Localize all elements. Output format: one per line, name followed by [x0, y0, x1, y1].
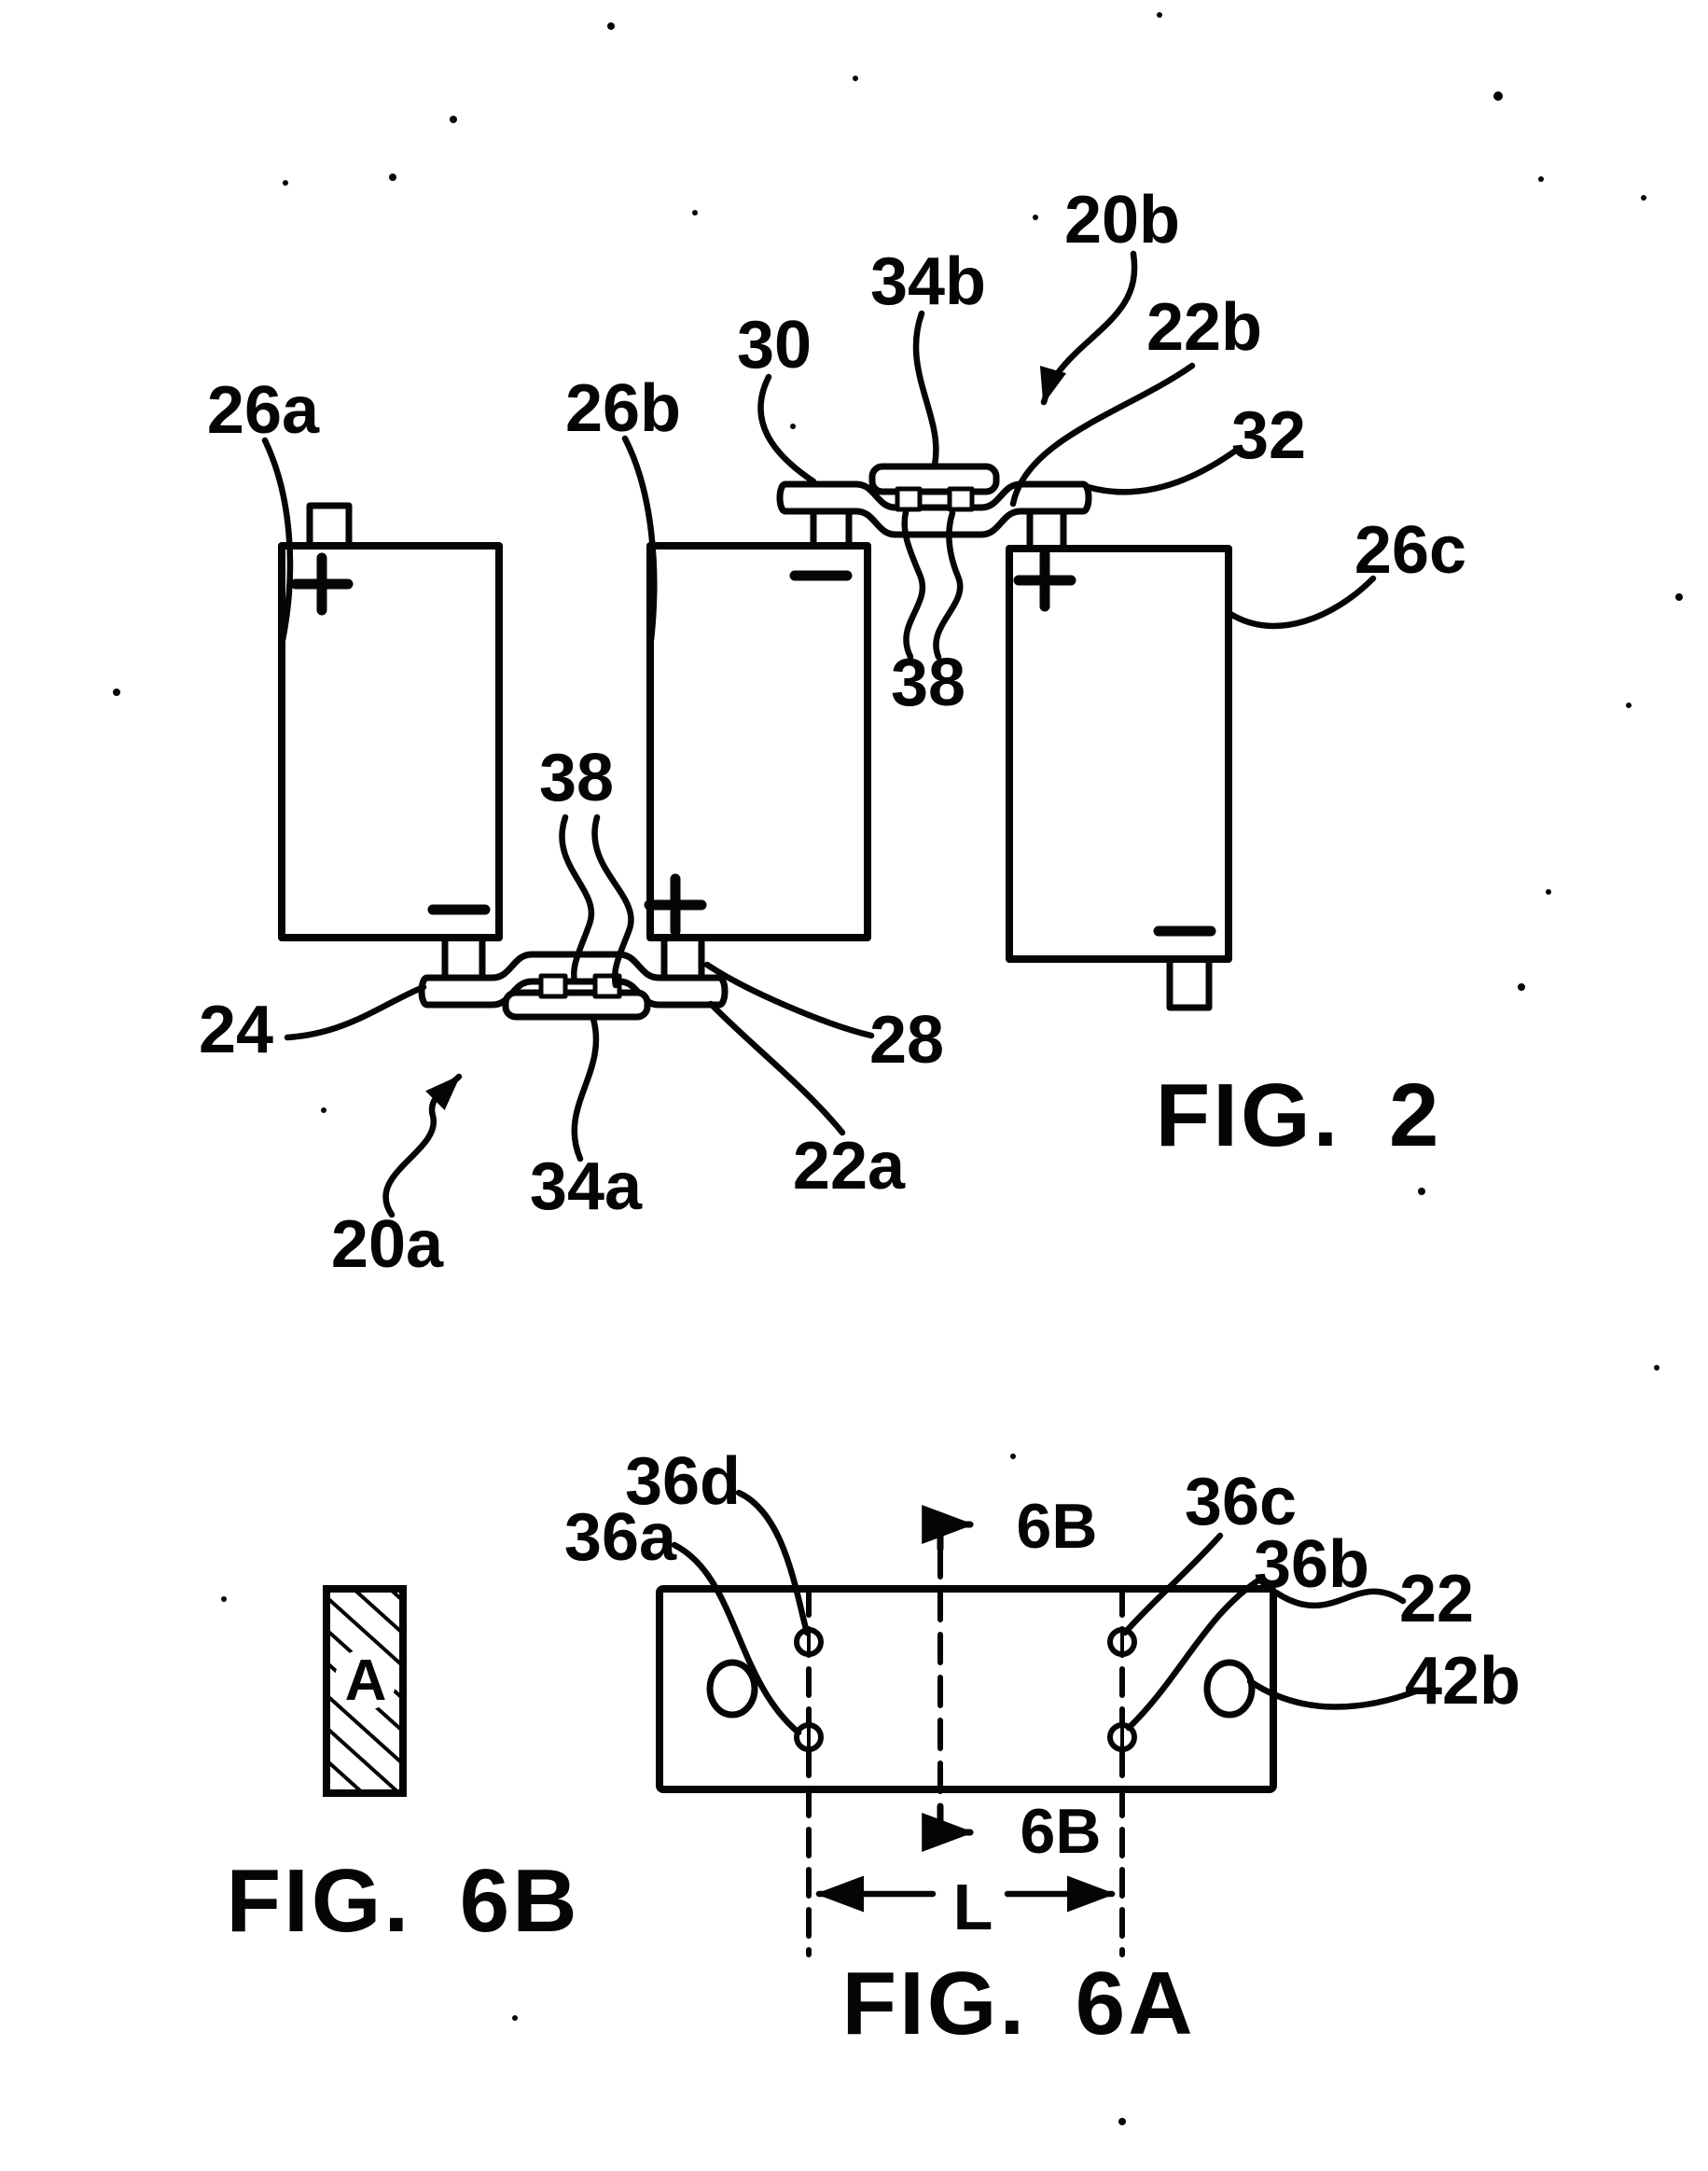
- label-38-lower: 38: [539, 741, 614, 815]
- figure-6a: 36d 36a 6B 36c 36b 22 42b 6B L FIG. 6A: [564, 1444, 1521, 2053]
- label-26c: 26c: [1354, 513, 1466, 588]
- leader-38-lower-2: [591, 814, 634, 989]
- figure-2-labels: 26a 26b 30 34b 20b 22b 32 26c 38 38 24 2…: [199, 183, 1466, 1282]
- label-24: 24: [199, 993, 273, 1067]
- label-dimension-l: L: [953, 1871, 993, 1943]
- label-36c: 36c: [1185, 1465, 1297, 1539]
- plate-aperture-right: [1203, 1659, 1256, 1719]
- leader-22b: [1009, 362, 1196, 508]
- label-36b: 36b: [1254, 1527, 1369, 1602]
- label-36d: 36d: [625, 1444, 741, 1519]
- leader-34a: [571, 1015, 600, 1162]
- label-34b: 34b: [870, 244, 986, 319]
- figure-6a-labels: 36d 36a 6B 36c 36b 22 42b 6B L: [564, 1444, 1521, 1943]
- cell-b-bottom-terminal: [660, 931, 705, 983]
- cell-b-plus-symbol: [644, 873, 707, 937]
- section-arrow-bottom: [922, 1802, 975, 1852]
- leader-26b: [621, 435, 658, 644]
- label-20b: 20b: [1064, 183, 1180, 257]
- label-22: 22: [1399, 1562, 1474, 1636]
- leader-34b: [912, 310, 939, 468]
- cell-a-bottom-terminal: [441, 931, 486, 983]
- label-20a: 20a: [331, 1207, 444, 1282]
- battery-cell-a: [278, 542, 503, 941]
- leader-38-upper-1: [901, 508, 926, 661]
- leader-36d: [735, 1489, 811, 1636]
- figure-6b: A FIG. 6B: [226, 1585, 579, 1951]
- leader-26c: [1227, 575, 1377, 630]
- weld-mark-ticks: [807, 1631, 1124, 1748]
- label-section-a: A: [345, 1649, 387, 1713]
- label-28: 28: [869, 1003, 944, 1078]
- label-42b: 42b: [1405, 1644, 1521, 1719]
- leader-30: [757, 373, 817, 485]
- battery-cell-c: [1006, 545, 1232, 963]
- battery-cell-b: [646, 542, 871, 941]
- label-26b: 26b: [565, 371, 681, 446]
- battery-cells: [278, 542, 1232, 963]
- lower-weld-projections: [538, 973, 622, 999]
- label-30: 30: [737, 308, 812, 383]
- upper-weld-projections: [895, 486, 975, 512]
- label-6b-top: 6B: [1017, 1491, 1098, 1562]
- leader-36b: [1125, 1575, 1265, 1732]
- cell-c-plus-symbol: [1013, 549, 1076, 612]
- section-arrow-top: [922, 1505, 975, 1552]
- label-26a: 26a: [207, 373, 320, 448]
- figure-2-leader-lines: [261, 250, 1377, 1218]
- leader-20a-arrow: [382, 1073, 463, 1218]
- figure-6b-caption: FIG. 6B: [226, 1851, 579, 1951]
- figure-2-caption: FIG. 2: [1156, 1065, 1442, 1165]
- label-22b: 22b: [1146, 290, 1262, 365]
- leader-36c: [1121, 1532, 1224, 1636]
- label-32: 32: [1231, 398, 1306, 473]
- cell-c-bottom-terminal: [1166, 953, 1213, 1011]
- leader-38-lower-1: [559, 814, 595, 985]
- figure-6a-caption: FIG. 6A: [841, 1954, 1195, 2053]
- cell-a-plus-symbol: [290, 552, 354, 616]
- label-36a: 36a: [564, 1500, 677, 1575]
- plate-aperture-left: [706, 1659, 758, 1719]
- leader-38-upper-2: [933, 509, 964, 661]
- leader-32: [1084, 446, 1241, 495]
- leader-26a: [261, 437, 294, 644]
- leader-22: [1272, 1588, 1407, 1609]
- weld-projection-marks: [794, 1627, 1137, 1752]
- cell-a-top-terminal: [306, 502, 353, 552]
- upper-bus-bar: [868, 463, 1000, 495]
- lower-bus-bar: [502, 989, 651, 1021]
- label-38-upper: 38: [891, 646, 965, 720]
- leader-22a: [707, 1000, 846, 1136]
- polarity-symbols: [290, 549, 1216, 937]
- leader-28: [703, 961, 875, 1039]
- leader-42b: [1246, 1677, 1422, 1710]
- label-34a: 34a: [530, 1149, 643, 1224]
- figure-2: 26a 26b 30 34b 20b 22b 32 26c 38 38 24 2…: [199, 183, 1466, 1282]
- paper-specks: [113, 12, 1683, 2125]
- leader-36a: [671, 1541, 802, 1736]
- section-arrows: [922, 1505, 975, 1852]
- figure-6a-leader-lines: [671, 1489, 1422, 1736]
- hatch-label-halo: [335, 1649, 396, 1710]
- leader-24: [284, 983, 427, 1041]
- leader-20b-arrow: [1039, 250, 1138, 406]
- label-6b-bottom: 6B: [1021, 1796, 1102, 1867]
- label-22a: 22a: [793, 1129, 906, 1204]
